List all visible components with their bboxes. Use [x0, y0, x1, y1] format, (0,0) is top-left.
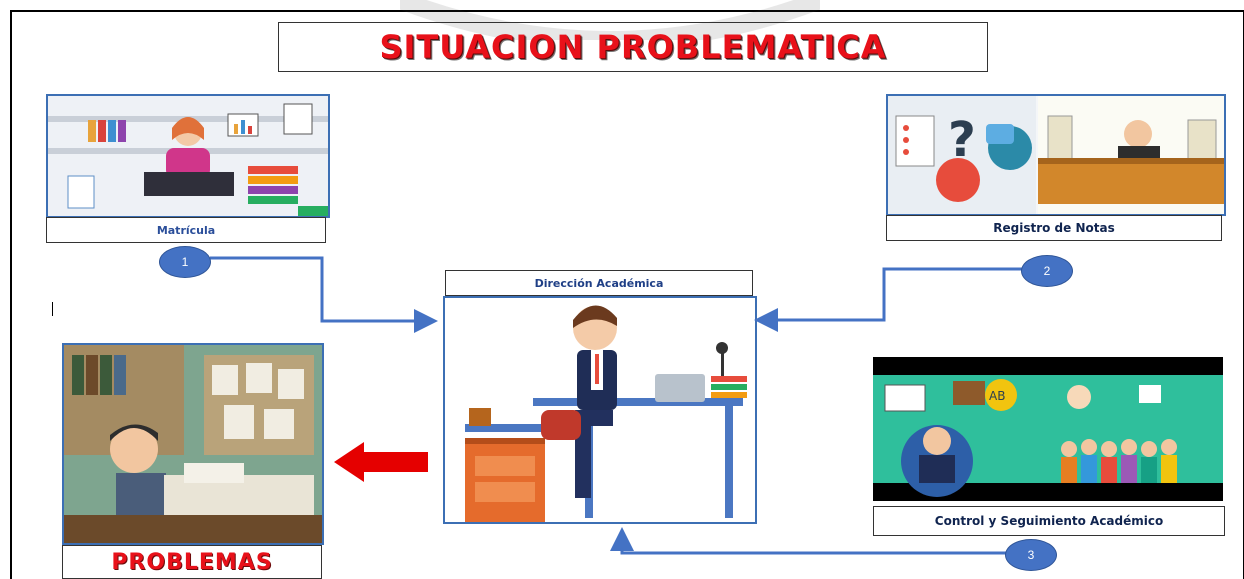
matricula-label-text: Matrícula	[156, 223, 216, 237]
connector-3	[610, 527, 1006, 555]
problem-arrow	[334, 442, 428, 482]
svg-text:AB: AB	[989, 389, 1005, 403]
control-illustration: AB	[873, 357, 1223, 501]
registro-notas-label-text: Registro de Notas	[993, 221, 1115, 235]
matricula-label: Matrícula	[46, 217, 326, 243]
title-box: SITUACION PROBLEMATICA	[278, 22, 988, 72]
direccion-illustration	[443, 296, 757, 524]
step-badge-1-text: 1	[181, 255, 189, 269]
problemas-label-text: PROBLEMAS	[111, 549, 273, 575]
step-badge-3: 3	[1005, 539, 1057, 571]
direccion-label: Dirección Académica	[445, 270, 753, 296]
control-label: Control y Seguimiento Académico	[873, 506, 1225, 536]
connector-2	[754, 267, 1022, 332]
step-badge-1: 1	[159, 246, 211, 278]
watermark-logo	[400, 0, 820, 40]
control-label-text: Control y Seguimiento Académico	[934, 514, 1164, 528]
connector-1	[210, 256, 438, 333]
registro-notas-label: Registro de Notas	[886, 215, 1222, 241]
frame-top-border	[10, 10, 1244, 12]
matricula-illustration	[46, 94, 330, 218]
text-cursor	[52, 302, 53, 316]
registro-notas-illustration: ?	[886, 94, 1226, 216]
page-title: SITUACION PROBLEMATICA	[379, 28, 887, 66]
frame-left-border	[10, 10, 12, 579]
step-badge-2-text: 2	[1043, 264, 1051, 278]
step-badge-3-text: 3	[1027, 548, 1035, 562]
step-badge-2: 2	[1021, 255, 1073, 287]
direccion-label-text: Dirección Académica	[534, 276, 664, 290]
problemas-illustration	[62, 343, 324, 545]
